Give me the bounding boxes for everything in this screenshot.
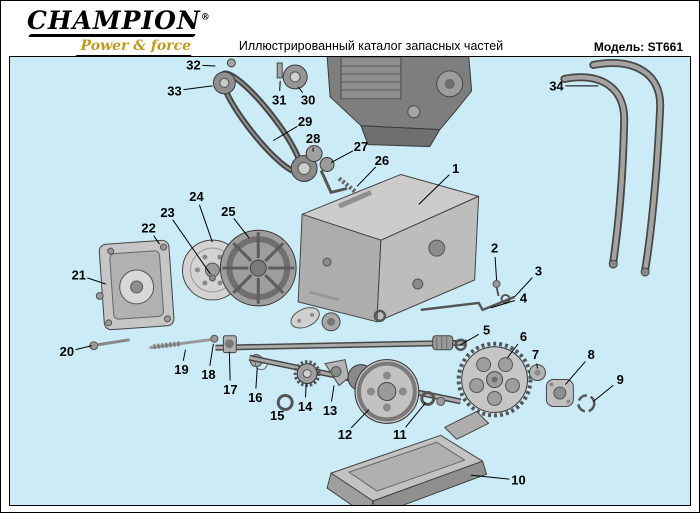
part-number-1: 1	[452, 161, 459, 176]
brand-text: CHAMPION	[27, 6, 201, 35]
crank-pulley-group	[290, 145, 348, 195]
part-number-18: 18	[201, 367, 215, 382]
callout-line-2	[494, 257, 498, 281]
part-number-12: 12	[338, 427, 352, 442]
part-number-9: 9	[617, 372, 624, 387]
flange-bearing-group	[528, 364, 596, 413]
callout-line-11	[405, 402, 427, 428]
part-number-5: 5	[483, 322, 490, 337]
callout-line-17	[228, 351, 231, 381]
brand-tagline: Power & force	[80, 38, 191, 54]
callout-line-3	[514, 277, 533, 298]
callout-line-14	[305, 383, 307, 398]
callout-line-20	[75, 345, 92, 351]
part-number-34: 34	[549, 78, 564, 93]
callout-line-24	[198, 204, 213, 243]
part-number-14: 14	[298, 399, 313, 414]
part-number-3: 3	[535, 264, 542, 279]
part-number-29: 29	[298, 114, 312, 129]
part-number-7: 7	[532, 347, 539, 362]
part-number-21: 21	[72, 268, 86, 283]
callout-line-22	[153, 235, 160, 245]
sprocket-wheel	[456, 341, 533, 418]
part-number-31: 31	[272, 92, 286, 107]
part-number-22: 22	[141, 221, 155, 236]
exploded-diagram: 1234567891011121314151617181920212223242…	[60, 57, 665, 505]
part-number-13: 13	[323, 403, 337, 418]
part-number-28: 28	[306, 131, 320, 146]
model-label: Модель:	[593, 40, 645, 54]
callout-line-8	[564, 361, 586, 385]
part-number-15: 15	[270, 408, 284, 423]
part-number-16: 16	[248, 390, 262, 405]
part-number-20: 20	[60, 344, 74, 359]
tensioner-pulley-group	[212, 58, 308, 95]
part-number-32: 32	[186, 57, 200, 72]
gear-group	[293, 359, 350, 388]
part-number-27: 27	[354, 139, 368, 154]
part-number-30: 30	[301, 92, 315, 107]
fastener-group-lower-left	[89, 334, 219, 351]
page-title: Иллюстрированный каталог запасных частей	[238, 39, 504, 53]
callout-line-12	[350, 409, 370, 429]
callout-line-27	[330, 150, 354, 163]
engine-assembly	[326, 57, 473, 148]
part-number-25: 25	[221, 204, 235, 219]
friction-disc	[347, 359, 420, 424]
part-number-6: 6	[520, 329, 527, 344]
callout-line-16	[255, 367, 258, 389]
washer-group	[276, 391, 446, 411]
part-number-11: 11	[393, 427, 407, 442]
callout-line-7	[536, 363, 538, 369]
callout-line-4	[490, 300, 516, 309]
callout-line-18	[209, 343, 214, 366]
model-value: ST661	[647, 40, 683, 54]
side-plate	[95, 239, 175, 331]
callout-line-6	[507, 343, 519, 358]
callout-line-23	[172, 219, 211, 275]
callout-line-25	[233, 218, 250, 239]
brand-name: CHAMPION®	[27, 6, 210, 35]
callout-line-33	[183, 85, 213, 91]
gasket-flange-group	[290, 307, 387, 332]
part-number-23: 23	[160, 205, 174, 220]
callout-line-5	[460, 333, 480, 346]
callout-line-19	[182, 349, 186, 361]
part-number-17: 17	[223, 382, 237, 397]
callout-line-9	[592, 384, 614, 402]
callout-line-30	[297, 86, 304, 94]
callout-line-32	[202, 64, 216, 67]
callout-line-15	[282, 407, 284, 409]
main-frame	[297, 173, 480, 323]
impeller	[219, 229, 297, 307]
part-number-33: 33	[167, 83, 181, 98]
callout-line-21	[87, 277, 106, 285]
part-number-8: 8	[588, 347, 595, 362]
part-number-4: 4	[520, 290, 528, 305]
handle-bar	[560, 59, 665, 277]
part-number-10: 10	[511, 473, 525, 488]
callout-line-10	[470, 474, 510, 480]
brand-logo: CHAMPION® Power & force	[27, 6, 210, 59]
bottom-pan	[326, 410, 490, 505]
part-number-26: 26	[375, 153, 389, 168]
logo-swoosh-top	[27, 34, 197, 37]
tension-spring	[337, 176, 373, 207]
callout-line-29	[272, 125, 298, 142]
callout-line-26	[356, 166, 377, 187]
callout-line-31	[279, 80, 281, 91]
part-number-24: 24	[189, 189, 204, 204]
model-info: Модель: ST661	[594, 40, 683, 54]
part-number-2: 2	[491, 241, 498, 256]
part-number-19: 19	[174, 362, 188, 377]
registered-mark: ®	[200, 12, 211, 23]
callout-line-13	[330, 385, 335, 402]
callout-line-1	[418, 174, 450, 205]
